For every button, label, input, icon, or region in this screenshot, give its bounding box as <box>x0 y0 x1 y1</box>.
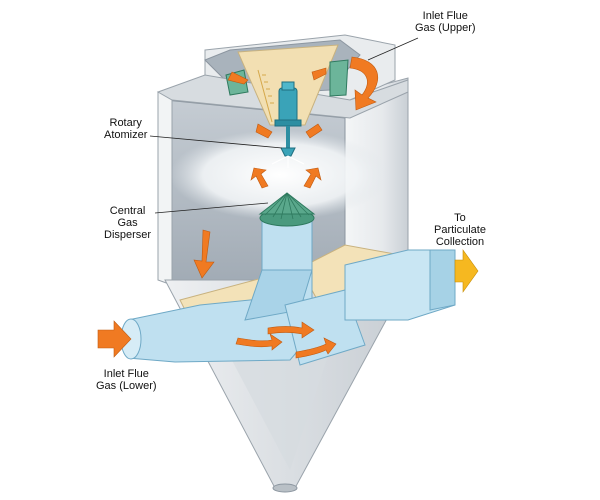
flow-arrows <box>97 56 378 359</box>
atomizer-motor-flange <box>274 119 302 127</box>
atomizer-spray-lines <box>271 155 305 168</box>
leader-inlet-upper <box>367 37 419 61</box>
outlet-duct-face <box>429 249 456 311</box>
label-particulate-line1: To <box>454 212 466 224</box>
arrow-disperser-right <box>303 167 322 189</box>
atomizer-cone-scale <box>257 69 274 123</box>
arrow-upper-mid <box>311 67 327 81</box>
arrow-outlet <box>454 249 479 293</box>
label-rotary-atomizer: Rotary Atomizer <box>104 117 147 141</box>
label-rotary-atomizer-line2: Atomizer <box>104 129 148 141</box>
arrow-duct-1 <box>235 333 283 351</box>
leader-central-disperser <box>154 202 269 214</box>
arrow-inlet-lower <box>97 320 132 358</box>
arrow-down-interior <box>193 229 215 279</box>
label-inlet-lower: Inlet Flue Gas (Lower) <box>96 368 157 392</box>
label-inlet-lower-line2: Gas (Lower) <box>96 380 157 392</box>
label-particulate-collection: To Particulate Collection <box>434 212 486 248</box>
atomizer-shaft <box>286 126 290 148</box>
arrow-upper-curl <box>349 56 378 111</box>
label-inlet-upper: Inlet Flue Gas (Upper) <box>415 10 476 34</box>
label-inlet-lower-line1: Inlet Flue <box>103 368 149 380</box>
label-central-disperser-line3: Disperser <box>104 229 152 241</box>
atomizer-motor-top <box>281 81 295 91</box>
disperser-vanes <box>264 192 310 220</box>
label-central-disperser-line1: Central <box>109 205 146 217</box>
label-central-disperser: Central Gas Disperser <box>104 205 151 241</box>
spray-mist <box>170 130 390 220</box>
leader-lines <box>149 37 419 214</box>
arrow-disperser-left <box>250 167 269 189</box>
arrow-upper-left <box>227 71 249 85</box>
atomizer-motor-body <box>278 87 298 123</box>
label-rotary-atomizer-line1: Rotary <box>109 117 142 129</box>
atomizer-wheel <box>280 147 296 157</box>
arrow-duct-2 <box>267 321 315 339</box>
label-particulate-line3: Collection <box>435 236 485 248</box>
label-particulate-line2: Particulate <box>434 224 486 236</box>
leader-rotary-atomizer <box>149 135 283 149</box>
disperser-cone <box>258 192 316 215</box>
label-central-disperser-line2: Gas <box>117 217 138 229</box>
swirl-vane-right <box>329 59 349 97</box>
label-inlet-upper-line2: Gas (Upper) <box>415 22 476 34</box>
arrow-plenum <box>295 337 337 359</box>
arrow-cone-right <box>305 123 323 139</box>
vessel-wall-left <box>157 91 173 286</box>
label-inlet-upper-line1: Inlet Flue <box>422 10 468 22</box>
hopper-outlet <box>272 483 298 493</box>
arrow-cone-left <box>255 123 273 139</box>
